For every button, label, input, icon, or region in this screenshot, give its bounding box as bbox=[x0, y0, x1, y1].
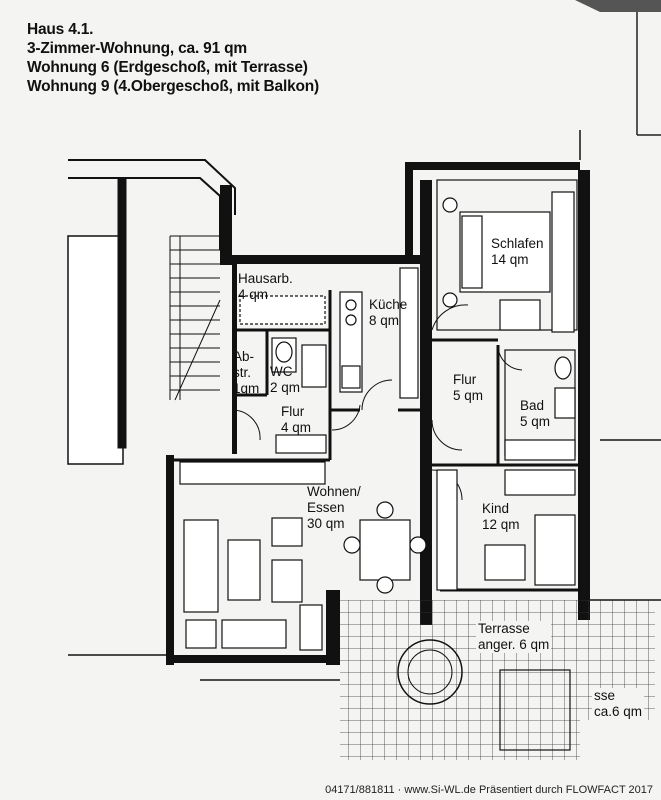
room-kueche: Küche 8 qm bbox=[369, 297, 407, 329]
room-kind-area: 12 qm bbox=[482, 517, 520, 532]
living-room-furniture bbox=[179, 461, 427, 651]
apartment-6-info: Wohnung 6 (Erdgeschoß, mit Terrasse) bbox=[27, 59, 308, 76]
bedroom-furniture bbox=[436, 179, 578, 333]
room-flur-right: Flur 5 qm bbox=[453, 372, 483, 404]
room-wohnen-name1: Wohnen/ bbox=[307, 484, 361, 499]
interior-walls bbox=[174, 290, 578, 592]
room-wc: WC 2 qm bbox=[270, 364, 300, 396]
room-flur-right-name: Flur bbox=[453, 372, 477, 387]
corner-frame bbox=[575, 0, 661, 136]
room-flur-left-area: 4 qm bbox=[281, 420, 312, 435]
room-schlafen-area: 14 qm bbox=[491, 252, 529, 267]
room-hausarb: Hausarb. 4 qm bbox=[238, 271, 293, 303]
wc-fixtures bbox=[271, 337, 327, 454]
room-wohnen-name2: Essen bbox=[307, 500, 345, 515]
room-kueche-area: 8 qm bbox=[369, 313, 400, 328]
room-kind-name: Kind bbox=[482, 501, 510, 516]
room-abstr-name1: Ab- bbox=[233, 349, 255, 364]
room-terrasse-area: anger. 6 qm bbox=[478, 637, 550, 652]
footer-credit: 04171/881811 · www.Si-WL.de Präsentiert … bbox=[325, 784, 653, 796]
room-terrasse-name: Terrasse bbox=[478, 621, 530, 636]
kitchen-fixtures bbox=[239, 267, 419, 399]
bathroom-fixtures bbox=[504, 349, 576, 461]
room-abstr-name2: str. bbox=[233, 365, 252, 380]
plan-header: Haus 4.1. 3-Zimmer-Wohnung, ca. 91 qm Wo… bbox=[27, 20, 319, 96]
room-balkon: sse ca.6 qm bbox=[592, 688, 645, 720]
exterior-walls bbox=[166, 162, 590, 665]
room-flur-left: Flur 4 qm bbox=[281, 404, 311, 436]
apartment-size: 3-Zimmer-Wohnung, ca. 91 qm bbox=[27, 40, 247, 57]
room-schlafen-name: Schlafen bbox=[491, 236, 544, 251]
house-number: Haus 4.1. bbox=[27, 21, 94, 38]
room-wohnen-area: 30 qm bbox=[307, 516, 345, 531]
room-kueche-name: Küche bbox=[369, 297, 408, 312]
room-wc-area: 2 qm bbox=[270, 380, 301, 395]
kind-room-furniture bbox=[436, 469, 576, 591]
room-wohnen: Wohnen/ Essen 30 qm bbox=[307, 484, 361, 532]
room-flur-right-area: 5 qm bbox=[453, 388, 484, 403]
room-flur-left-name: Flur bbox=[281, 404, 305, 419]
room-balkon-name: sse bbox=[594, 688, 616, 703]
room-balkon-area: ca.6 qm bbox=[594, 704, 643, 719]
room-wc-name: WC bbox=[270, 364, 293, 379]
outer-lines bbox=[68, 130, 661, 681]
room-bad: Bad 5 qm bbox=[520, 398, 550, 430]
room-hausarb-name: Hausarb. bbox=[238, 271, 293, 286]
door-swings bbox=[231, 304, 523, 501]
room-abstr-area: 1qm bbox=[233, 381, 260, 396]
stairwell bbox=[67, 159, 236, 465]
room-bad-area: 5 qm bbox=[520, 414, 551, 429]
apartment-9-info: Wohnung 9 (4.Obergeschoß, mit Balkon) bbox=[27, 78, 319, 95]
room-kind: Kind 12 qm bbox=[482, 501, 520, 533]
room-hausarb-area: 4 qm bbox=[238, 287, 269, 302]
room-abstr: Ab- str. 1qm bbox=[233, 349, 259, 397]
room-schlafen: Schlafen 14 qm bbox=[491, 236, 544, 268]
room-bad-name: Bad bbox=[520, 398, 545, 413]
room-terrasse: Terrasse anger. 6 qm bbox=[476, 621, 552, 653]
